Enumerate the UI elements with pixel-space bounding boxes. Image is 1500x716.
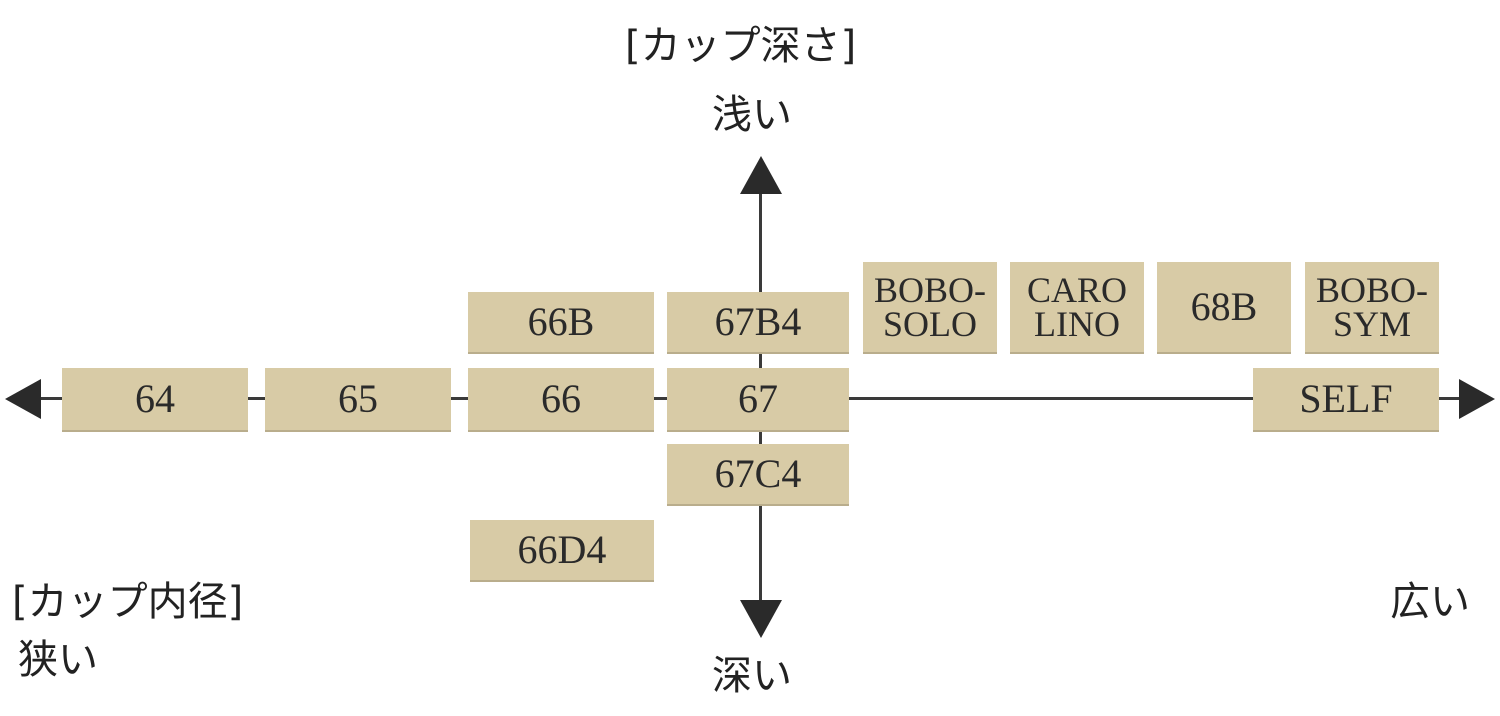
box-67B4: 67B4 [667,292,849,352]
box-bobo-solo: BOBO- SOLO [863,262,997,352]
vertical-bottom-label: 深い [712,653,792,699]
box-self: SELF [1253,368,1439,430]
box-bobo-sym: BOBO- SYM [1305,262,1439,352]
box-64: 64 [62,368,248,430]
box-68B: 68B [1157,262,1291,352]
arrow-up-icon [740,156,782,194]
arrow-right-icon [1459,379,1495,419]
box-caro-lino: CARO LINO [1010,262,1144,352]
box-65: 65 [265,368,451,430]
box-66: 66 [468,368,654,430]
vertical-top-label: 浅い [712,92,792,138]
horizontal-left-label: 狭い [18,637,98,683]
horizontal-axis-title: [カップ内径] [12,579,244,625]
vertical-axis-title: [カップ深さ] [625,23,857,69]
box-67: 67 [667,368,849,430]
arrow-down-icon [740,600,782,638]
box-66B: 66B [468,292,654,352]
box-67C4: 67C4 [667,444,849,504]
box-66D4: 66D4 [470,520,654,580]
horizontal-right-label: 広い [1390,579,1470,625]
arrow-left-icon [5,379,41,419]
